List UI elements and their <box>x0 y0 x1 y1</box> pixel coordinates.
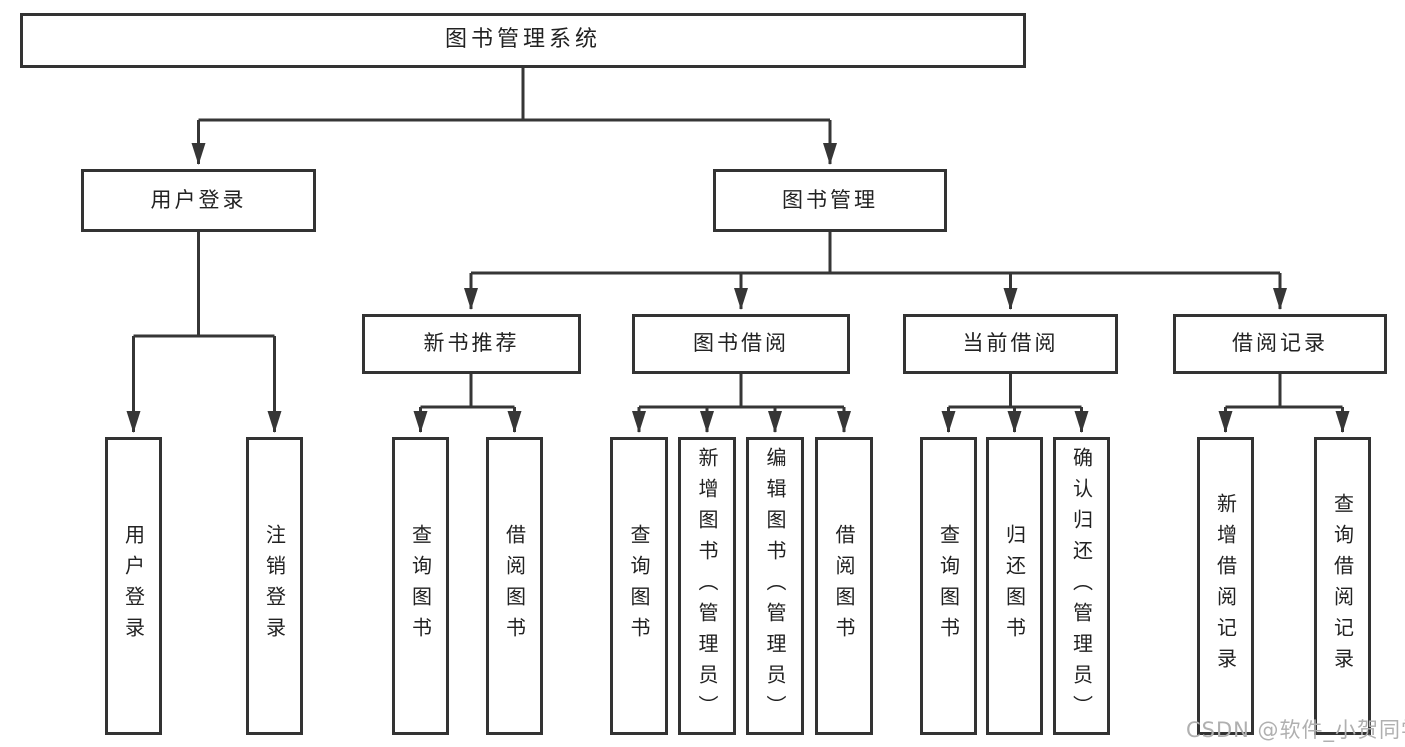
node-book-management: 图书管理 <box>713 169 947 232</box>
leaf-query-books-current: 查询图书 <box>920 437 977 735</box>
leaf-borrow-books: 借阅图书 <box>815 437 873 735</box>
leaf-edit-books-admin: 编辑图书（管理员） <box>746 437 804 735</box>
leaf-logout: 注销登录 <box>246 437 303 735</box>
node-new-book-recommend: 新书推荐 <box>362 314 581 374</box>
leaf-return-books: 归还图书 <box>986 437 1043 735</box>
leaf-add-books-admin: 新增图书（管理员） <box>678 437 736 735</box>
leaf-borrow-books-recommend: 借阅图书 <box>486 437 543 735</box>
leaf-query-borrow-record: 查询借阅记录 <box>1314 437 1371 735</box>
leaf-user-login: 用户登录 <box>105 437 162 735</box>
leaf-add-borrow-record: 新增借阅记录 <box>1197 437 1254 735</box>
node-current-borrowing: 当前借阅 <box>903 314 1118 374</box>
node-root-system: 图书管理系统 <box>20 13 1026 68</box>
node-book-borrowing: 图书借阅 <box>632 314 850 374</box>
watermark-text: CSDN @软件_小贺同学 <box>1186 718 1405 742</box>
node-borrowing-records: 借阅记录 <box>1173 314 1387 374</box>
leaf-confirm-return-admin: 确认归还（管理员） <box>1053 437 1110 735</box>
leaf-query-books-borrow: 查询图书 <box>610 437 668 735</box>
node-user-login: 用户登录 <box>81 169 316 232</box>
leaf-query-books-recommend: 查询图书 <box>392 437 449 735</box>
